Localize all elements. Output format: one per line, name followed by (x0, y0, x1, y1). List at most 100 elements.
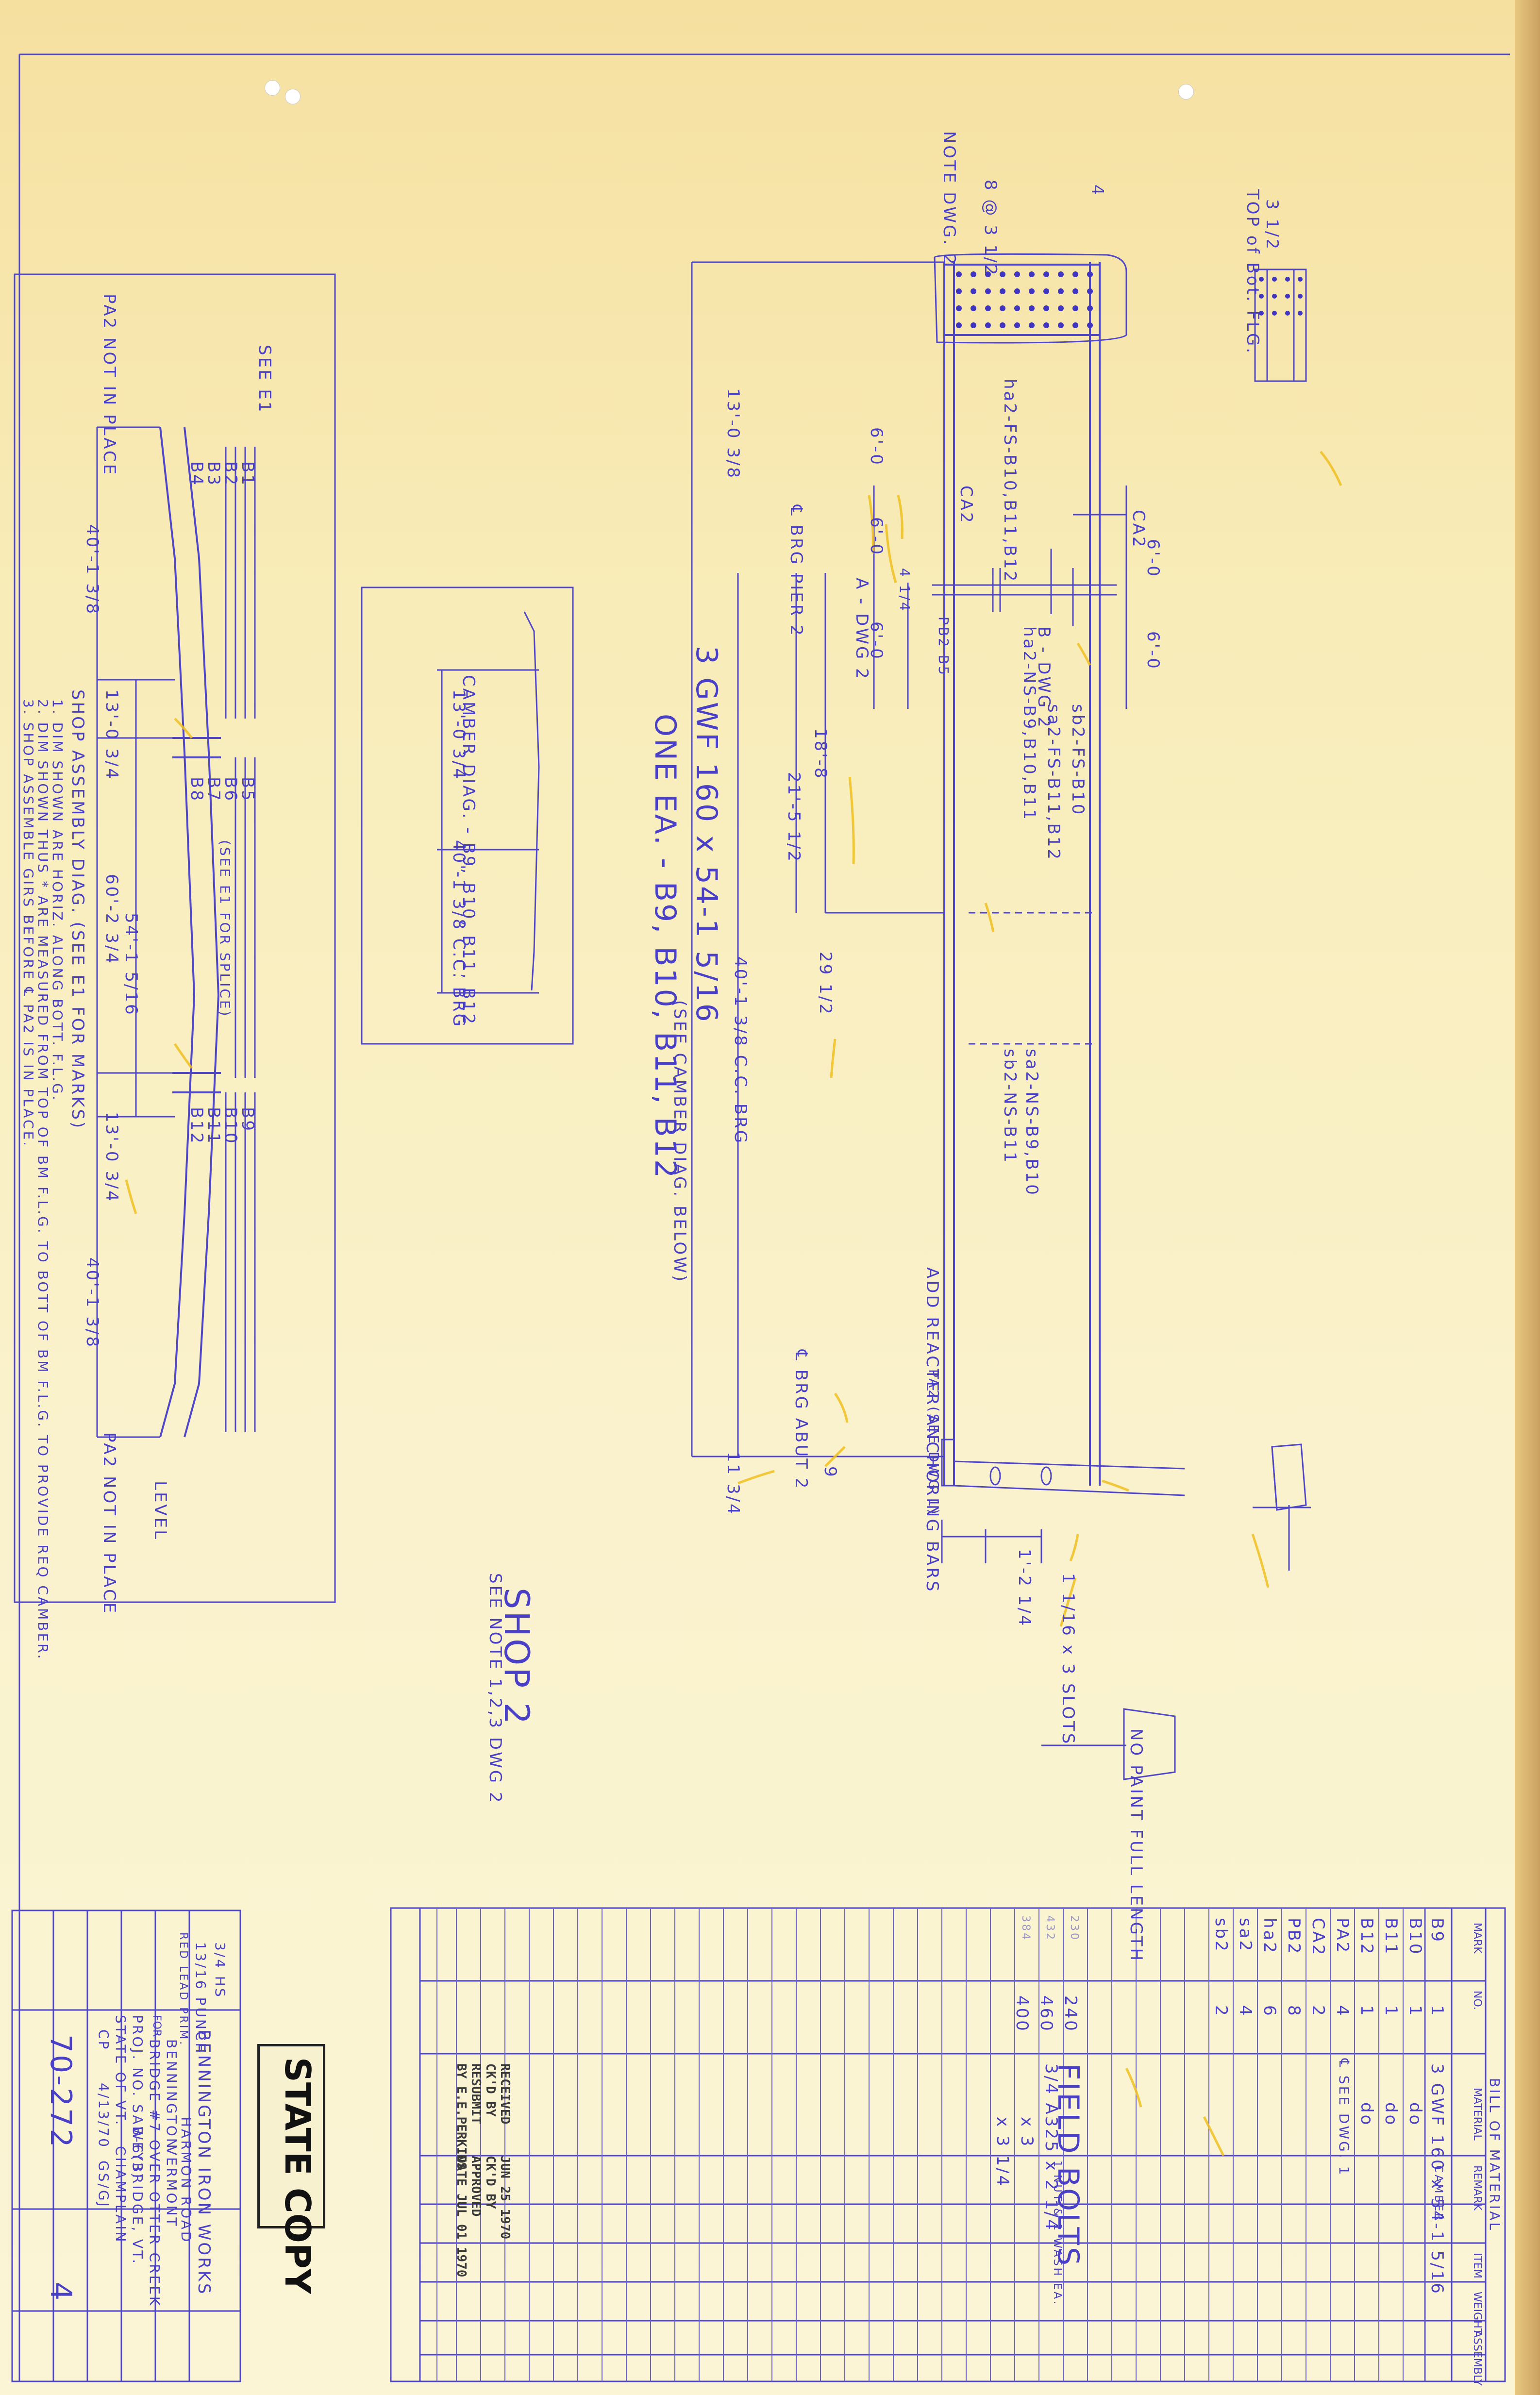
note-dwg-label: NOTE DWG. 2 (939, 131, 959, 267)
received-label: RECEIVED (498, 2063, 512, 2125)
dim-13: 13'-0 3/8 (723, 388, 743, 480)
ca2-label: CA2 (956, 486, 976, 525)
assembly-note-1: 1. DIM SHOWN ARE HORIZ. ALONG BOTT. F.L.… (50, 699, 66, 1102)
group1-b1: B1 (238, 461, 257, 487)
bearing-abut-label: ℄ BRG ABUT 2 (791, 1350, 811, 1491)
splice-note: (SEE E1 FOR SPLICE) (217, 840, 233, 1018)
assembly-dim-4: 60'-2 3/4 (102, 874, 121, 966)
dim-40-cc: 40'-1 3/8 C.C. BRG (731, 956, 750, 1145)
bearing-pier-label: ℄ BRG PIER 2 (787, 505, 806, 637)
resubmit-label: RESUBMIT (469, 2063, 483, 2125)
bom-row-no: 6 (1260, 2005, 1279, 2018)
camber-dim-2: 40'-1 3/8 C.C. BRG (449, 840, 469, 1029)
company-state: VERMONT (164, 2146, 180, 2228)
camber-dim-1: 13'-0 3/4 (449, 689, 469, 781)
bom-row-mark: PA2 (1333, 1918, 1352, 1955)
pb2-label: PB2 B5 (936, 617, 952, 677)
bom-row-no: 1 (1357, 2005, 1376, 2018)
bom-header-weight: WEIGHT (1471, 2292, 1483, 2335)
group2-b6: B6 (221, 777, 240, 803)
bom-row-material: do (1357, 2102, 1376, 2127)
sb2-fs-label: sb2-FS-B10 (1068, 704, 1088, 817)
group3-b11: B11 (204, 1107, 223, 1145)
group3-b9: B9 (238, 1107, 257, 1133)
company-city: BENNINGTON (164, 2039, 180, 2150)
no-paint-label: NO PAINT FULL LENGTH (1126, 1728, 1146, 1963)
top-of-bot-flg-label: TOP of Bot. FLG. (1243, 189, 1262, 355)
dim-44: 4 1/4 (897, 568, 913, 613)
sheet-number: 4 (44, 2282, 78, 2303)
assembly-dim-5: 13'-0 3/4 (102, 1112, 121, 1204)
assembly-note-3: 3. SHOP ASSEMBLE GIRS BEFORE ℄ PA2 IS IN… (20, 699, 36, 1148)
bolt-qty: 400 (1012, 1995, 1032, 2033)
assembly-dim-3: 54'-1 5/16 (121, 913, 141, 1017)
bolt-orig-qty: 432 (1044, 1915, 1056, 1942)
bom-row-no: 2 (1308, 2005, 1328, 2018)
bom-row-no: 4 (1236, 2005, 1255, 2018)
bom-row-mark: B10 (1406, 1918, 1425, 1956)
bolt-size-value: 3/4 HS (212, 1942, 228, 1999)
bom-row-no: 2 (1211, 2005, 1231, 2018)
bom-row-mark: B12 (1357, 1918, 1376, 1956)
level-label: LEVEL (151, 1481, 170, 1541)
bom-row-material: do (1406, 2102, 1425, 2127)
bolt-orig-qty: 384 (1020, 1915, 1032, 1942)
owner-value: STATE OF VT. (113, 2015, 129, 2127)
assembly-dim-6: 40'-1 3/8 (83, 1257, 102, 1349)
received-ckd-by-2: CK'D BY (483, 2156, 498, 2209)
pa2-label: PA2 (SEE DWG 1) (926, 1369, 942, 1516)
bolt-qty: 460 (1037, 1995, 1056, 2033)
slots-label: 1 1/16 x 3 SLOTS (1058, 1573, 1078, 1746)
dim-29: 29 1/2 (816, 952, 835, 1016)
ha2-fs-label: ha2-FS-B10,B11,B12 (1000, 379, 1020, 584)
bom-row-material: ℄ SEE DWG. 1 (1336, 2059, 1352, 2177)
shop-note: SEE NOTE 1,2,3 DWG 2 (485, 1573, 505, 1805)
bom-row-mark: PB2 (1284, 1918, 1304, 1956)
assembly-note-2: 2. DIM SHOWN THUS * ARE MEASURED FROM TO… (35, 699, 51, 1661)
dim-21: 21'-5 1/2 (784, 772, 803, 864)
bom-row-mark: sa2 (1236, 1918, 1255, 1953)
bom-row-mark: ha2 (1260, 1918, 1279, 1955)
ha2-ns-label: ha2-NS-B9,B10,B11 (1020, 626, 1039, 822)
contractor-value: CHAMPLAIN (113, 2146, 129, 2244)
bom-row-no: 1 (1406, 2005, 1425, 2018)
bom-row-mark: B11 (1381, 1918, 1401, 1956)
bolt-qty: 240 (1061, 1995, 1080, 2033)
location-value: WEYBRIDGE, VT. (130, 2127, 146, 2265)
bom-row-no: 4 (1333, 2005, 1352, 2018)
bom-row-remark: CAMBER (1432, 2165, 1444, 2223)
approved-label: APPROVED (469, 2156, 483, 2217)
punch-hole (1178, 84, 1194, 100)
bom-row-mark: sb2 (1211, 1918, 1231, 1953)
bom-header-item: ITEM (1471, 2253, 1483, 2278)
group1-b2: B2 (221, 461, 240, 487)
sa2-fs-label: sa2-FS-B11,B12 (1044, 704, 1063, 862)
dim-124: 1'-2 1/4 (1015, 1549, 1034, 1628)
dim-4: 4 (1088, 184, 1107, 197)
sheet-edge (1515, 0, 1540, 2395)
paint-value: RED LEAD PRIM. (177, 1932, 189, 2047)
assembly-dim-2: 13'-0 3/4 (102, 689, 121, 781)
dim-3-half: 3 1/2 (1262, 199, 1282, 251)
checked-by-value: GS/GJ (96, 2161, 112, 2209)
main-title: 3 GWF 160 x 54-1 5/16 (689, 646, 723, 1024)
bridge-value: BRIDGE #7 OVER OTTER CREEK (147, 2039, 163, 2308)
for-label: FOR (151, 2015, 163, 2037)
dim-9: 9 (820, 1466, 840, 1479)
approved-by: BY E.E.PERKINS (454, 2063, 469, 2170)
punch-hole (285, 89, 301, 104)
dim-60-e: 6'-0 (1143, 631, 1163, 670)
job-number: 70-272 (44, 2034, 78, 2149)
approved-date: DATE JUL 01 1970 (454, 2156, 469, 2278)
dim-11: 11 3/4 (723, 1452, 743, 1516)
bolt-remark: 1 NUT & 1 WASH EA. (1051, 2161, 1063, 2306)
bom-row-no: 8 (1284, 2005, 1304, 2018)
group2-b7: B7 (204, 777, 223, 803)
date-value: 4/13/70 (96, 2083, 112, 2149)
state-copy-stamp: STATE COPY (257, 2044, 325, 2294)
group1-b3: B3 (204, 461, 223, 487)
sb2-ns-label: sb2-NS-B11 (1000, 1049, 1020, 1164)
received-date: JUN 25 1970 (498, 2156, 512, 2240)
bom-row-no: 1 (1381, 2005, 1401, 2018)
